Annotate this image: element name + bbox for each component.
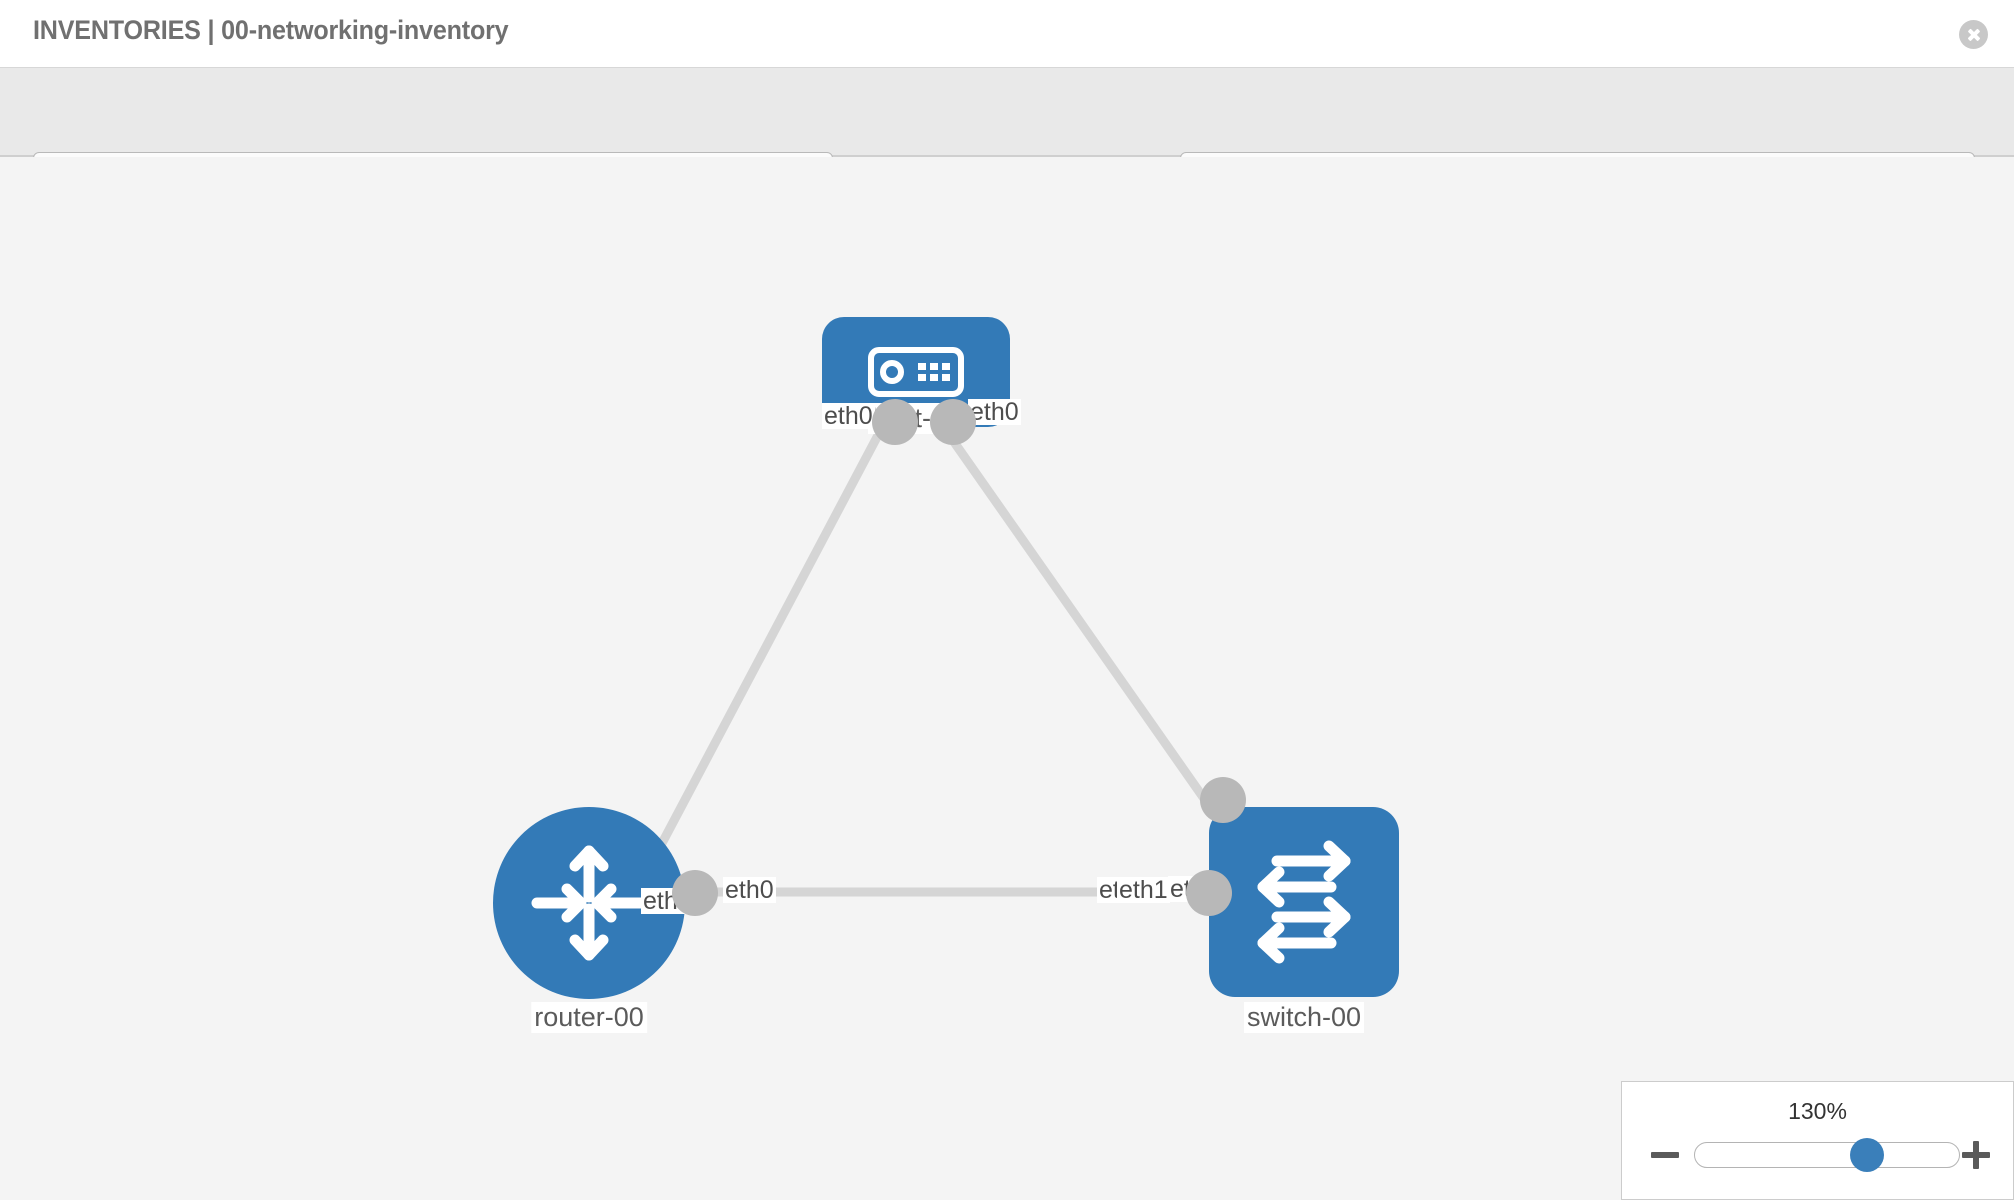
node-switch-00-label: switch-00 bbox=[1243, 1002, 1365, 1033]
node-router-00[interactable]: router-00 bbox=[493, 807, 685, 1033]
topology-canvas[interactable]: host-00 bbox=[0, 157, 2014, 1200]
topology-links bbox=[656, 419, 1249, 897]
zoom-slider-track[interactable] bbox=[1694, 1138, 1960, 1172]
node-switch-00-shape bbox=[1209, 807, 1399, 997]
zoom-control-panel: 130% bbox=[1621, 1081, 2014, 1200]
server-device-icon bbox=[868, 347, 964, 397]
zoom-level-value: 130% bbox=[1788, 1098, 1847, 1124]
router-arrows-icon bbox=[531, 845, 647, 961]
port-switch-left[interactable] bbox=[1186, 870, 1232, 916]
zoom-in-button[interactable] bbox=[1959, 1138, 1993, 1172]
edge-label-host-right: eth0 bbox=[968, 398, 1021, 426]
node-switch-00[interactable]: switch-00 bbox=[1209, 807, 1399, 1033]
port-host-right[interactable] bbox=[930, 399, 976, 445]
close-icon[interactable] bbox=[1959, 20, 1988, 49]
port-router-right[interactable] bbox=[672, 870, 718, 916]
port-switch-top-left[interactable] bbox=[1200, 777, 1246, 823]
edge-label-switch-left-b: eth1 bbox=[1117, 876, 1170, 904]
page-header: INVENTORIES | 00-networking-inventory bbox=[0, 0, 2014, 68]
port-host-left[interactable] bbox=[872, 399, 918, 445]
toolbar: ACTIONS SEARCH bbox=[0, 68, 2014, 204]
edge-label-host-left: eth0 bbox=[822, 402, 875, 430]
node-router-00-label: router-00 bbox=[531, 1002, 647, 1033]
edge-label-router-right: eth0 bbox=[723, 876, 776, 904]
page-title: INVENTORIES | 00-networking-inventory bbox=[33, 15, 509, 45]
zoom-slider-thumb[interactable] bbox=[1849, 1138, 1884, 1172]
zoom-out-button[interactable] bbox=[1648, 1138, 1682, 1172]
switch-arrows-icon bbox=[1257, 840, 1351, 964]
